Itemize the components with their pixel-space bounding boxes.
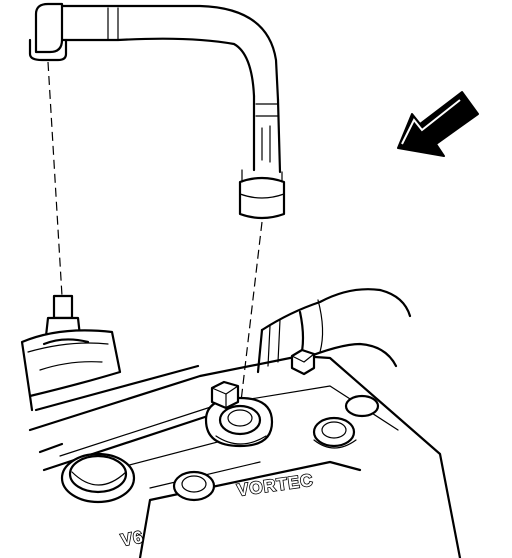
cover-bolt-2 <box>312 416 357 449</box>
cover-bolt-upper <box>210 380 240 410</box>
oil-fill-cap <box>60 452 136 504</box>
arrow-down-left-icon <box>397 91 479 157</box>
intake-tube <box>256 288 412 374</box>
cover-bolt-3 <box>290 348 316 376</box>
guide-line-left <box>47 61 63 297</box>
pcv-grommet <box>204 396 274 448</box>
guide-line-right <box>239 221 263 411</box>
cover-bolt-4 <box>344 394 380 418</box>
valve-cover: VORTEC V6 <box>28 348 462 558</box>
cover-embossed-text: VORTEC <box>236 470 315 500</box>
cover-badge-text: V6 <box>119 527 145 550</box>
pcv-hose <box>28 2 286 220</box>
pcv-valve-fitting <box>20 294 122 412</box>
cover-bolt-1 <box>172 470 216 502</box>
